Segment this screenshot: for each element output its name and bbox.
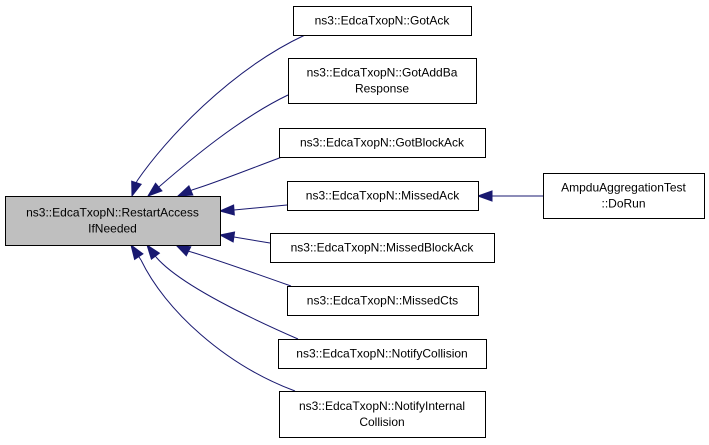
node-box[interactable] [543,173,705,219]
edge-gotaddba-to-restart [146,94,289,197]
edge-line [233,204,288,211]
arrowhead [174,244,192,257]
edges-layer [130,34,543,392]
node-label-line-1: ns3::EdcaTxopN::MissedCts [307,294,458,308]
edge-notifyinternal-to-restart [130,243,296,392]
node-label-line-1: ns3::EdcaTxopN::GotAddBa [307,66,458,80]
arrowhead [130,243,144,261]
nodes-layer: ns3::EdcaTxopN::RestartAccessIfNeededns3… [5,6,705,438]
arrowhead [218,231,236,243]
node-box[interactable] [278,339,487,369]
edge-line [140,259,296,392]
edge-missedack-to-restart [218,204,288,216]
node-label-line-2: Collision [359,415,404,429]
edge-line [233,236,271,244]
node-box[interactable] [270,233,495,263]
arrowhead [131,180,143,198]
node-label-line-1: AmpduAggregationTest [561,181,686,195]
node-label-line-1: ns3::EdcaTxopN::MissedAck [306,189,460,203]
edge-line [155,256,299,340]
arrowhead [476,190,493,202]
node-label-line-2: Response [355,82,409,96]
edge-line [159,94,289,187]
node-gotblockack[interactable]: ns3::EdcaTxopN::GotBlockAck [279,128,486,158]
node-label-line-1: ns3::EdcaTxopN::NotifyCollision [296,347,467,361]
node-label-line-1: ns3::EdcaTxopN::RestartAccess [26,206,199,220]
edge-line [191,156,283,191]
node-box[interactable] [5,196,221,246]
node-box[interactable] [279,391,486,438]
node-ampdu[interactable]: AmpduAggregationTest::DoRun [543,173,705,219]
edge-ampdu-to-missedack [476,190,543,202]
node-box[interactable] [287,286,479,316]
node-gotack[interactable]: ns3::EdcaTxopN::GotAck [293,6,472,36]
node-label-line-2: ::DoRun [601,197,645,211]
node-box[interactable] [288,58,477,104]
edge-line [136,34,306,182]
edge-gotack-to-restart [131,34,306,198]
node-label-line-1: ns3::EdcaTxopN::NotifyInternal [299,399,465,413]
arrowhead [146,243,161,261]
node-box[interactable] [279,128,486,158]
edge-line [187,250,292,287]
node-box[interactable] [293,6,472,36]
arrowhead [176,185,194,197]
edge-missedblockack-to-restart [218,231,271,244]
edge-gotblockack-to-restart [176,156,283,197]
edge-line-end [138,256,142,261]
node-box[interactable] [287,181,479,211]
node-label-line-1: ns3::EdcaTxopN::GotBlockAck [300,136,465,150]
node-notifycollision[interactable]: ns3::EdcaTxopN::NotifyCollision [278,339,487,369]
node-label-line-2: IfNeeded [88,222,137,236]
node-label-line-1: ns3::EdcaTxopN::GotAck [315,14,451,28]
node-missedack[interactable]: ns3::EdcaTxopN::MissedAck [287,181,479,211]
node-missedblockack[interactable]: ns3::EdcaTxopN::MissedBlockAck [270,233,495,263]
arrowhead [146,182,163,197]
arrowhead [218,204,235,216]
edge-notifycollision-to-restart [146,243,299,340]
node-missedcts[interactable]: ns3::EdcaTxopN::MissedCts [287,286,479,316]
node-label-line-1: ns3::EdcaTxopN::MissedBlockAck [291,241,475,255]
